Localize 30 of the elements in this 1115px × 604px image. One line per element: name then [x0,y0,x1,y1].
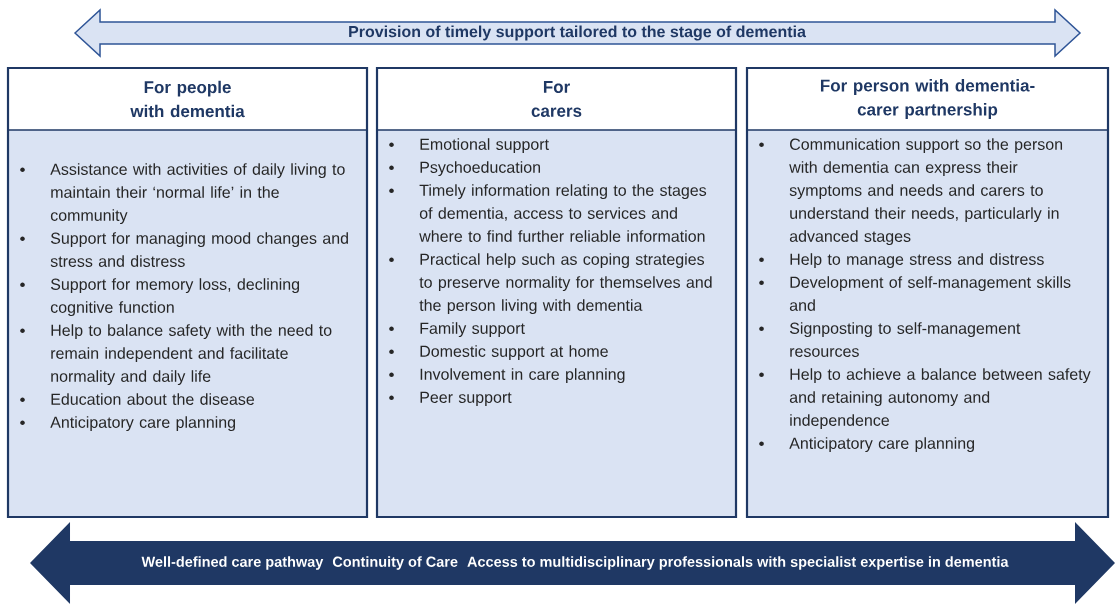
bullet-item: Domestic support at home [389,345,608,361]
bullet-item: Psychoeducation [389,161,540,177]
bullet-item: Assistance with activities of daily living to maintain their ‘normal life’ in the community [20,163,345,225]
bullet-item: Support for managing mood changes and stress and distress [20,232,348,267]
bullet-item: Practical help such as coping strategies to preserve normality for themselves and the person living with dementia [389,253,712,315]
column-heading: For people with dementia [130,80,245,118]
bullet-item: Involvement in care planning [389,368,625,384]
bullet-item: Help to manage stress and distress [759,253,1044,269]
bullet-item: Development of self-management skills and [759,276,1071,311]
double-arrow-banner [30,522,1115,604]
banner-text: Continuity of Care [332,556,458,570]
bullet-item: Help to achieve a balance between safety and retaining autonomy and independence [759,368,1091,430]
bullet-item: Signposting to self-management resources [759,322,1021,357]
bullet-item: Education about the disease [20,393,255,405]
column-panel [745,66,1110,519]
bullet-item: Family support [389,322,525,338]
banner-text: Well-defined care pathway [141,556,324,570]
column-heading: For person with dementia-carer partnership [821,79,1035,119]
bullet-item: Communication support so the person with dementia can express their symptoms and needs and carers to understand their needs, particularly in advanced stages [759,138,1063,246]
bullet-item: Support for memory loss, declining cognitive function [20,278,299,317]
bullet-item: Timely information relating to the stages of dementia, access to services and where to find further reliable information [389,184,707,242]
bullet-item: Help to balance safety with the need to remain independent and facilitate normality and daily life [20,324,332,386]
bullet-item: Anticipatory care planning [20,416,236,432]
bullet-item: Peer support [389,391,512,407]
bullet-item: Emotional support [389,138,549,154]
column-panel [6,66,369,519]
banner-text: Access to multidisciplinary professionals with specialist expertise in dementia [467,556,1009,570]
column-heading: For carers [531,81,582,117]
bullet-item: Anticipatory care planning [759,437,974,453]
column-panel [375,66,738,519]
